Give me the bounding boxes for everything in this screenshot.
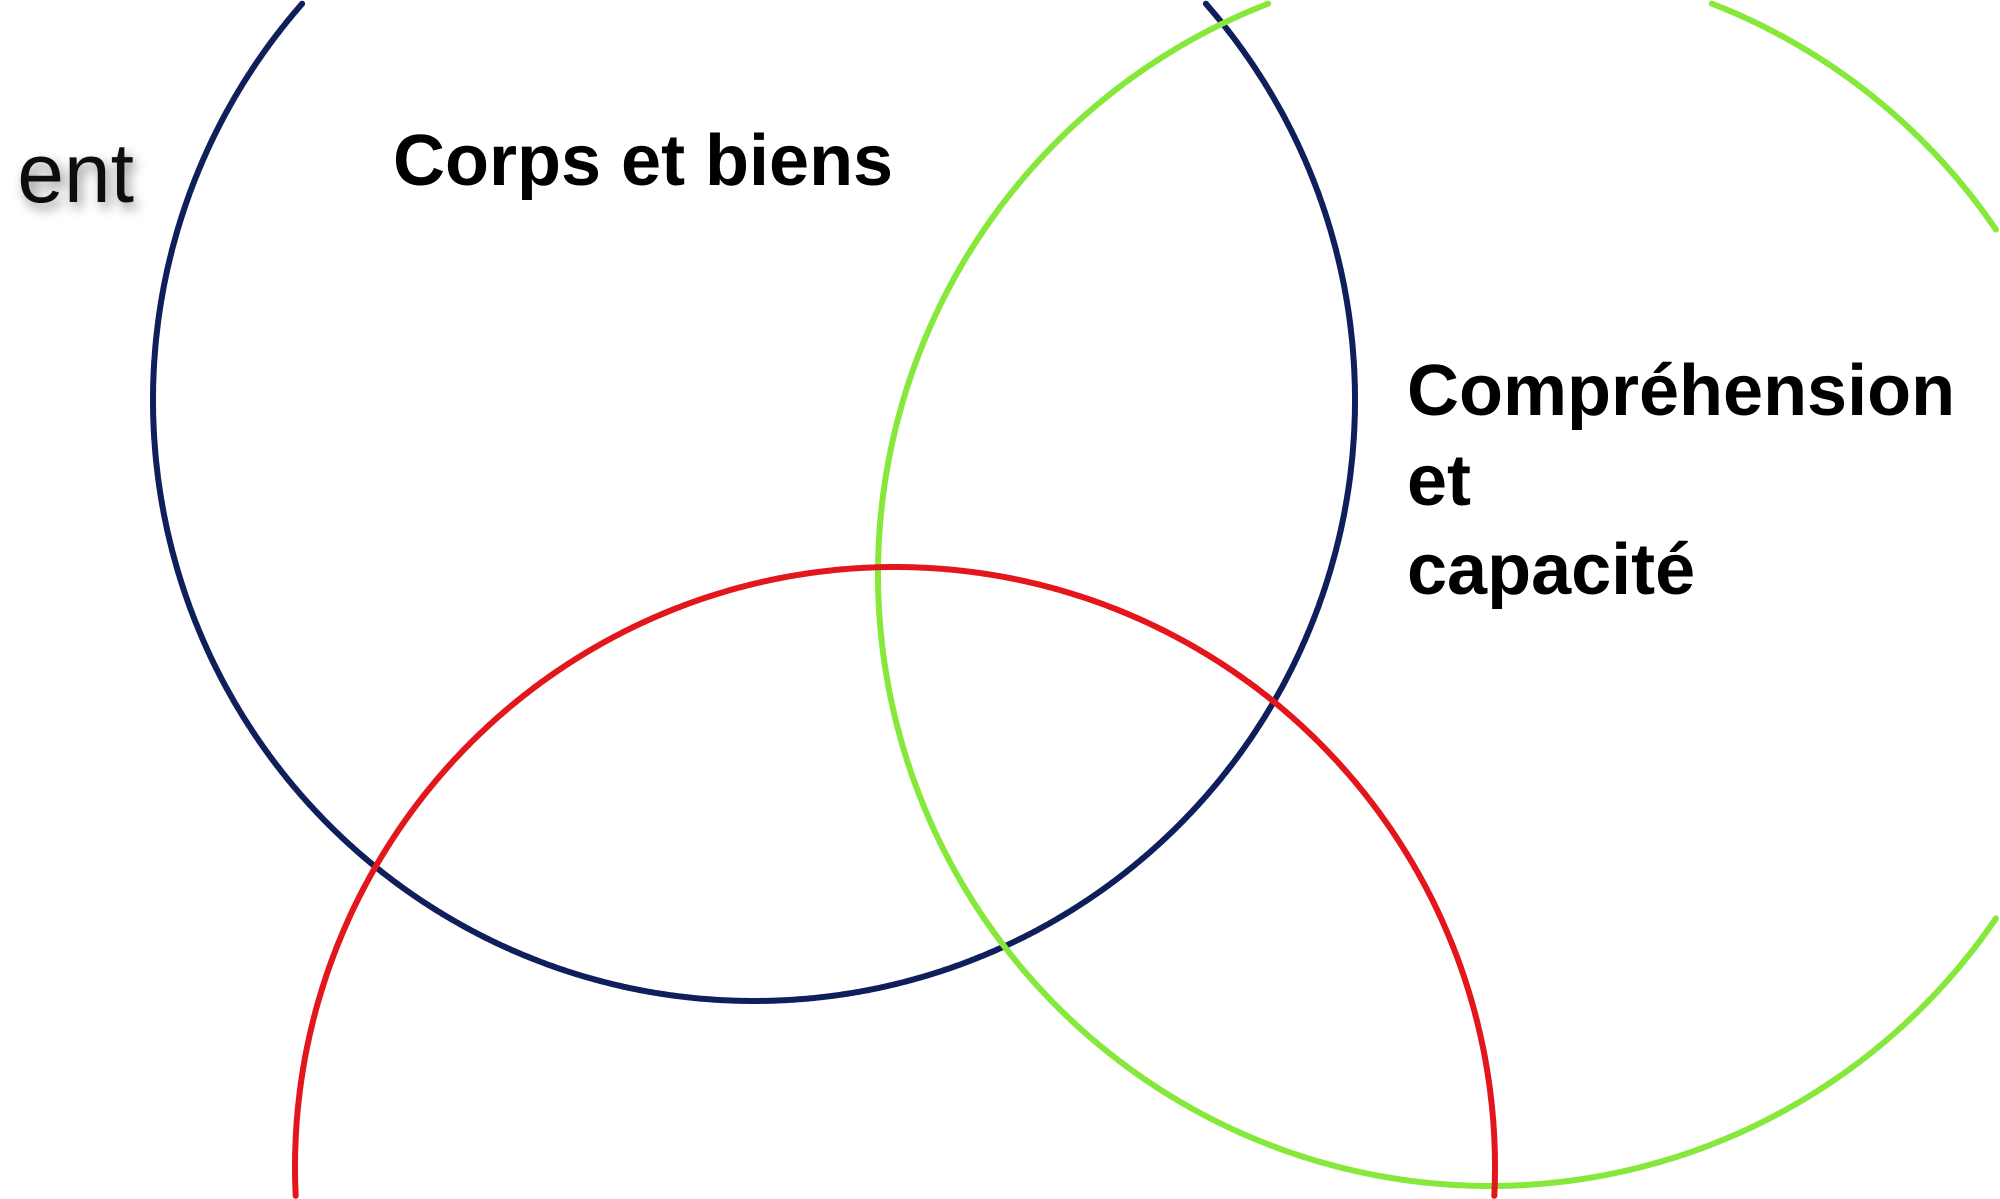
blue-circle <box>150 0 1358 1004</box>
label-comprehension-line2: et <box>1407 441 1471 521</box>
label-comprehension-line1: Compréhension <box>1407 351 1955 431</box>
red-circle <box>292 564 1498 1199</box>
green-circle <box>875 0 1999 1189</box>
label-corps-et-biens: Corps et biens <box>393 121 893 201</box>
label-comprehension-line3: capacité <box>1407 530 1695 610</box>
partial-title-text: ent <box>17 126 134 220</box>
